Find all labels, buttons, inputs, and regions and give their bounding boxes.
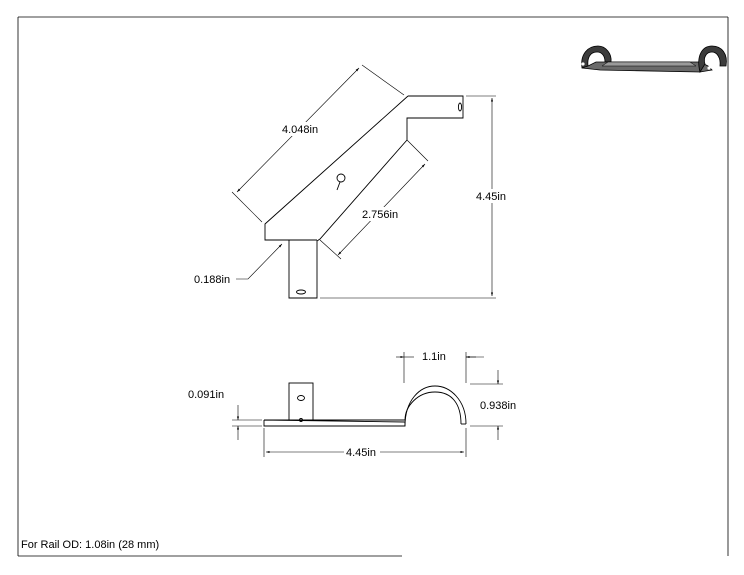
label-thickness: 0.188in <box>194 274 230 286</box>
label-clamp-width: 1.1in <box>422 351 446 363</box>
top-view-dimensions <box>231 64 496 299</box>
rail-od-note: For Rail OD: 1.08in (28 mm) <box>21 539 160 551</box>
label-overall-length: 4.45in <box>346 447 376 459</box>
label-clamp-height: 0.938in <box>480 400 516 412</box>
sheet-border <box>17 16 729 557</box>
label-overall-height: 4.45in <box>476 191 506 203</box>
side-view-bracket <box>263 382 467 427</box>
label-plate-thickness: 0.091in <box>188 389 224 401</box>
label-inner-diagonal: 2.756in <box>362 209 398 221</box>
label-diagonal-length: 4.048in <box>282 124 318 136</box>
isometric-preview <box>581 45 727 74</box>
side-view-dimensions <box>232 352 503 457</box>
